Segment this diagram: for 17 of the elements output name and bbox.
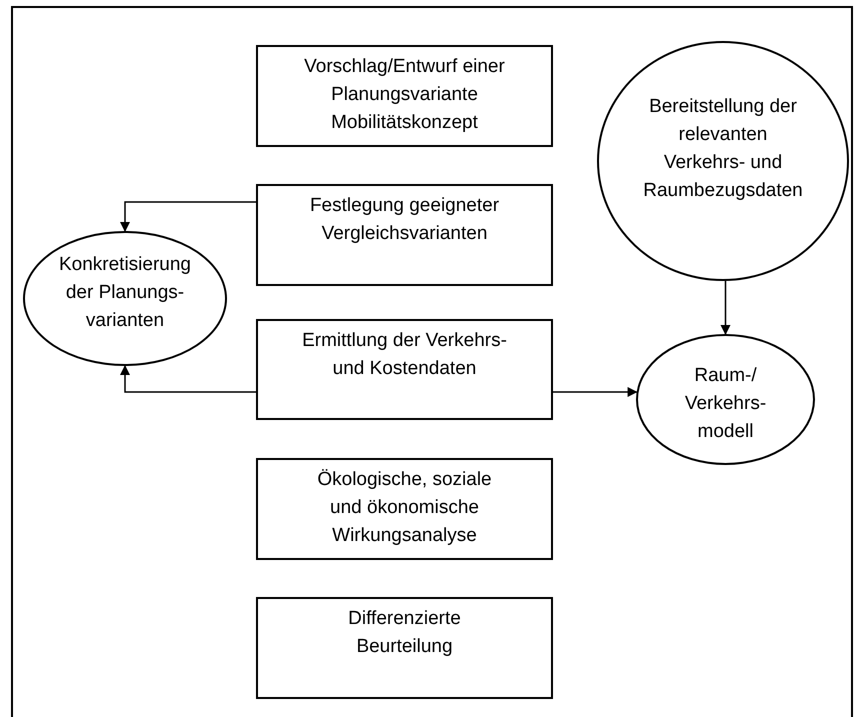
node-text: Konkretisierung der Planungs-varianten: [58, 253, 192, 333]
process-box: [256, 45, 553, 147]
node-text: Differenzierte Beurteilung: [347, 607, 462, 659]
arrow: [120, 365, 256, 393]
process-box: [256, 184, 553, 286]
node-text: Bereitstellung der relevanten Verkehrs- und Raumbezugsdaten: [642, 95, 804, 203]
process-box: [256, 458, 553, 560]
node-text: Vorschlag/Entwurf einer Planungsvariante Mobilitätskonzept: [303, 55, 506, 135]
node-text: Ermittlung der Verkehrs- und Kostendaten: [301, 329, 508, 381]
node-text: Ökologische, soziale und ökonomische Wirkungsanalyse: [316, 468, 493, 548]
node-text: Festlegung geeigneter Vergleichsvarianten: [308, 194, 500, 246]
arrow: [553, 387, 638, 397]
arrow: [120, 201, 256, 232]
arrow: [720, 281, 730, 335]
process-box: [256, 319, 553, 420]
node-text: Raum-/ Verkehrs-modell: [684, 364, 768, 444]
process-box: [256, 597, 553, 699]
